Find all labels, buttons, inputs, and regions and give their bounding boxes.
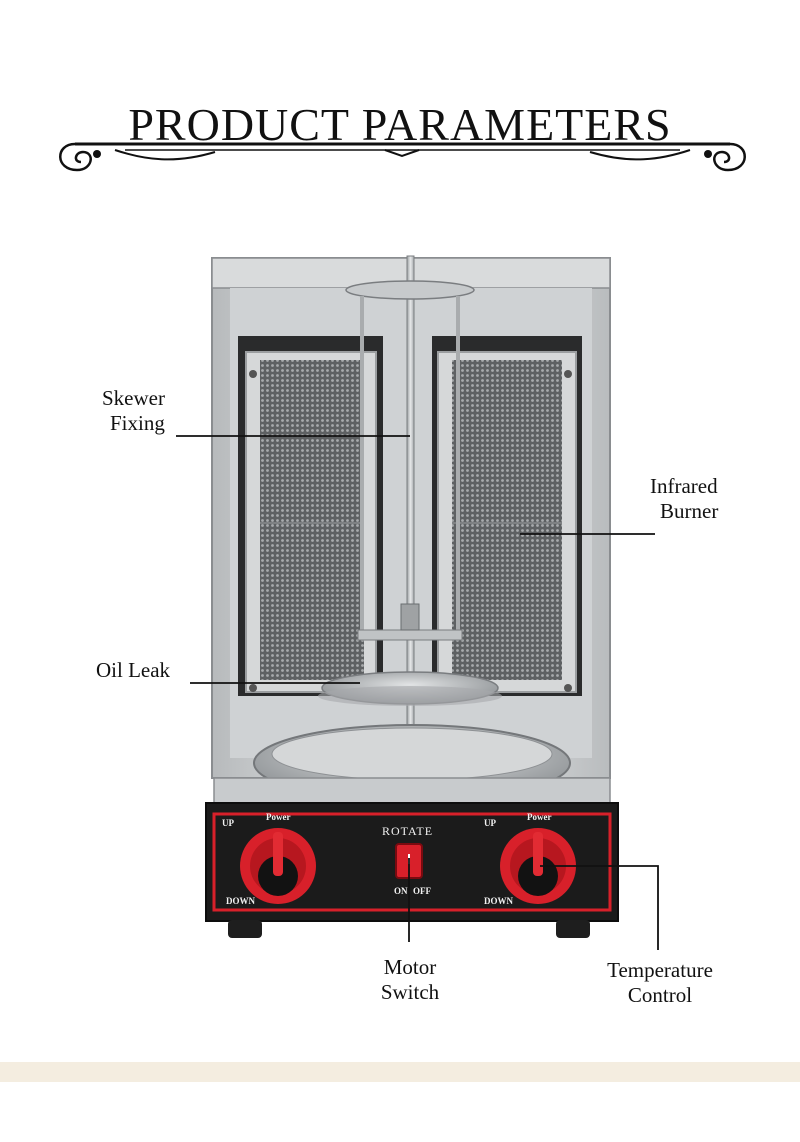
rotate-label: ROTATE: [382, 824, 434, 838]
right-knob-down-label: DOWN: [484, 896, 513, 906]
label-skewer-fixing: Skewer Fixing: [102, 386, 165, 436]
label-temperature-control: Temperature Control: [590, 958, 730, 1008]
label-infrared-burner: Infrared Burner: [650, 474, 718, 524]
label-burner-line1: Infrared: [650, 474, 718, 498]
label-burner-line2: Burner: [660, 499, 719, 523]
label-motor-line1: Motor: [383, 955, 437, 979]
footer-band: [0, 1062, 800, 1082]
temperature-knob-right[interactable]: [500, 828, 576, 904]
page-title: PRODUCT PARAMETERS: [128, 99, 672, 150]
right-knob-up-label: UP: [484, 818, 496, 828]
oil-leak-plate: [318, 671, 502, 706]
left-knob-power-label: Power: [266, 812, 291, 822]
right-knob-power-label: Power: [527, 812, 552, 822]
label-skewer-line2: Fixing: [110, 411, 165, 435]
left-knob-down-label: DOWN: [226, 896, 255, 906]
label-motor-line2: Switch: [380, 980, 440, 1004]
label-motor-switch: Motor Switch: [360, 955, 460, 1005]
temperature-knob-left[interactable]: [240, 828, 316, 904]
label-temp-line2: Control: [627, 983, 693, 1007]
infrared-burner-left: [238, 336, 383, 696]
switch-off-label: OFF: [413, 886, 431, 896]
switch-on-label: ON: [394, 886, 408, 896]
shawarma-grill-machine: [205, 255, 619, 938]
title-flourish-ornament: [59, 142, 746, 172]
skewer: [345, 255, 475, 777]
label-temp-line1: Temperature: [607, 958, 713, 982]
left-knob-up-label: UP: [222, 818, 234, 828]
infrared-burner-right: [432, 336, 582, 696]
motor-rocker-switch[interactable]: [395, 843, 423, 879]
label-skewer-line1: Skewer: [102, 386, 165, 410]
label-oil-leak: Oil Leak: [96, 658, 171, 682]
